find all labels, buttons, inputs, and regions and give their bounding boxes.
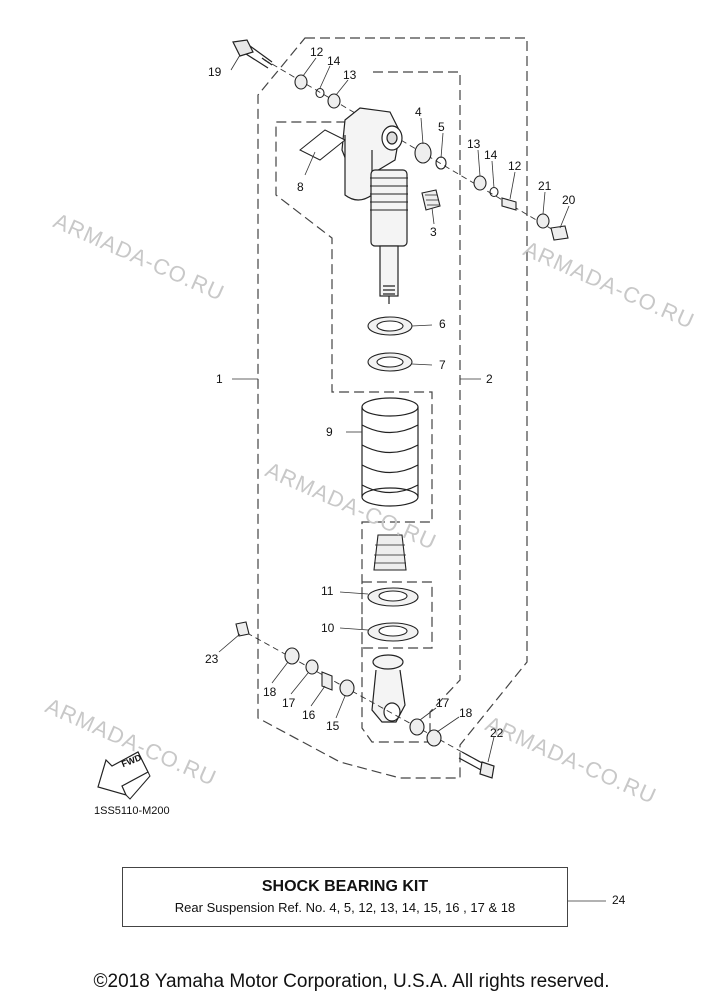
callout-5: 5 [438, 120, 445, 134]
callout-17: 17 [436, 696, 450, 710]
callout-6: 6 [439, 317, 446, 331]
callout-14: 14 [327, 54, 341, 68]
ring-nut-6 [367, 316, 413, 336]
bolt-19 [232, 39, 273, 69]
bushings-lower-right [409, 718, 442, 747]
callout-7: 7 [439, 358, 446, 372]
callout-18: 18 [263, 685, 277, 699]
shock-bearing-kit-box: SHOCK BEARING KIT Rear Suspension Ref. N… [122, 867, 568, 927]
callout-15: 15 [326, 719, 340, 733]
callout-12: 12 [508, 159, 522, 173]
callout-16: 16 [302, 708, 316, 722]
axis-line-top [271, 63, 561, 235]
callout-11: 11 [321, 584, 334, 598]
callout-21: 21 [538, 179, 552, 193]
leader-lines [218, 54, 606, 902]
callout-2: 2 [486, 372, 493, 386]
assembly-outline-1 [257, 37, 528, 779]
bolt-22 [458, 751, 495, 779]
callout-10: 10 [321, 621, 335, 635]
adjuster-3 [421, 189, 441, 211]
kit-title: SHOCK BEARING KIT [261, 878, 429, 895]
callout-14: 14 [484, 148, 498, 162]
spring-seat-11 [367, 587, 419, 607]
callout-8: 8 [297, 180, 304, 194]
drawing-number: 1SS5110-M200 [94, 805, 170, 817]
copyright-notice: ©2018 Yamaha Motor Corporation, U.S.A. A… [93, 971, 610, 992]
callout-22: 22 [490, 726, 504, 740]
bushings-upper-left [294, 74, 341, 109]
callout-17: 17 [282, 696, 296, 710]
spring-seat-10 [367, 622, 419, 642]
lower-eye [371, 654, 406, 723]
callout-18: 18 [459, 706, 473, 720]
callout-9: 9 [326, 425, 333, 439]
spring-9 [361, 397, 419, 507]
callout-13: 13 [467, 137, 481, 151]
callout-3: 3 [430, 225, 437, 239]
callout-20: 20 [562, 193, 576, 207]
shock-absorber-body [341, 107, 408, 304]
callout-19: 19 [208, 65, 222, 79]
callout-13: 13 [343, 68, 357, 82]
callout-12: 12 [310, 45, 324, 59]
bushings-lower-left [235, 621, 355, 697]
bushing-4-and-ring-5 [414, 142, 447, 170]
kit-description: Rear Suspension Ref. No. 4, 5, 12, 13, 1… [174, 900, 516, 915]
callout-4: 4 [415, 105, 422, 119]
callout-23: 23 [205, 652, 219, 666]
fwd-arrow-shadow [125, 771, 151, 800]
label-tag-8 [299, 129, 346, 161]
callout-1: 1 [216, 372, 223, 386]
bump-stop [373, 534, 407, 571]
bushings-upper-right [473, 175, 569, 241]
fwd-arrow-icon [97, 751, 149, 796]
kit-ref-number: 24 [612, 893, 626, 907]
ring-nut-7 [367, 352, 413, 372]
